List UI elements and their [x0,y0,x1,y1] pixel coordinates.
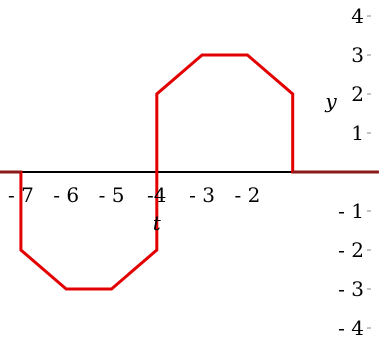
x-tick-label: - 2 [234,183,260,207]
x-tick-label: -4 [147,183,166,207]
y-axis-label: y [324,89,337,113]
x-tick-label: - 6 [53,183,79,207]
series-group [0,53,379,291]
y-tick-label: 4 [351,4,364,28]
y-tick-label: - 1 [338,199,364,223]
y-tick-label: 3 [351,43,364,67]
y-tick-label: - 2 [338,238,364,262]
y-tick-label: - 4 [338,316,364,339]
x-tick-label: - 3 [189,183,215,207]
y-tick-label: - 3 [338,277,364,301]
y-tick-label: 2 [351,82,364,106]
x-tick-label: - 5 [99,183,125,207]
y-tick-label: 1 [351,121,364,145]
series-line-0 [0,53,379,291]
x-axis-label: t [153,211,162,235]
x-tick-label: - 7 [8,183,34,207]
